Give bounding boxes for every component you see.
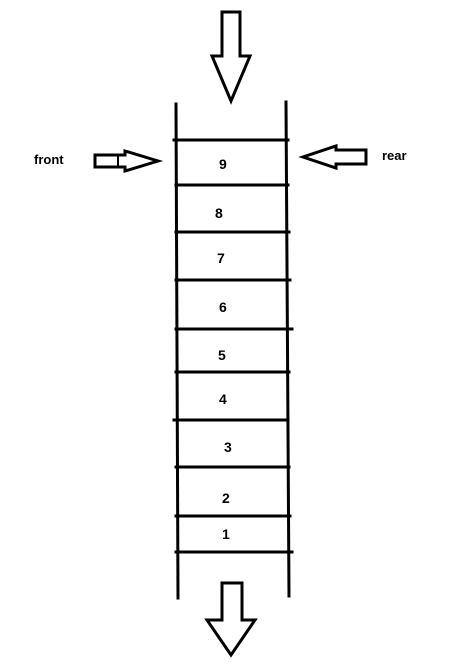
rear-label: rear — [382, 148, 407, 163]
queue-cell-label: 5 — [218, 347, 226, 363]
queue-cell-label: 9 — [219, 156, 227, 172]
queue-cells: 9 8 7 6 5 4 3 2 1 — [215, 156, 232, 542]
front-arrow-icon — [93, 148, 164, 174]
queue-cell-label: 1 — [222, 526, 230, 542]
front-label: front — [34, 152, 64, 167]
rear-arrow-icon — [298, 143, 368, 171]
queue-cell-label: 3 — [224, 439, 232, 455]
queue-cell-label: 4 — [219, 391, 227, 407]
queue-right-rail — [284, 100, 291, 598]
queue-cell-label: 8 — [215, 205, 223, 221]
queue-cell-label: 7 — [217, 250, 225, 266]
queue-left-rail — [174, 102, 180, 600]
dequeue-arrow-icon — [204, 581, 258, 658]
queue-cell-label: 2 — [222, 490, 230, 506]
enqueue-arrow-icon — [209, 10, 253, 105]
queue-dividers — [172, 138, 294, 554]
queue-cell-label: 6 — [219, 299, 227, 315]
